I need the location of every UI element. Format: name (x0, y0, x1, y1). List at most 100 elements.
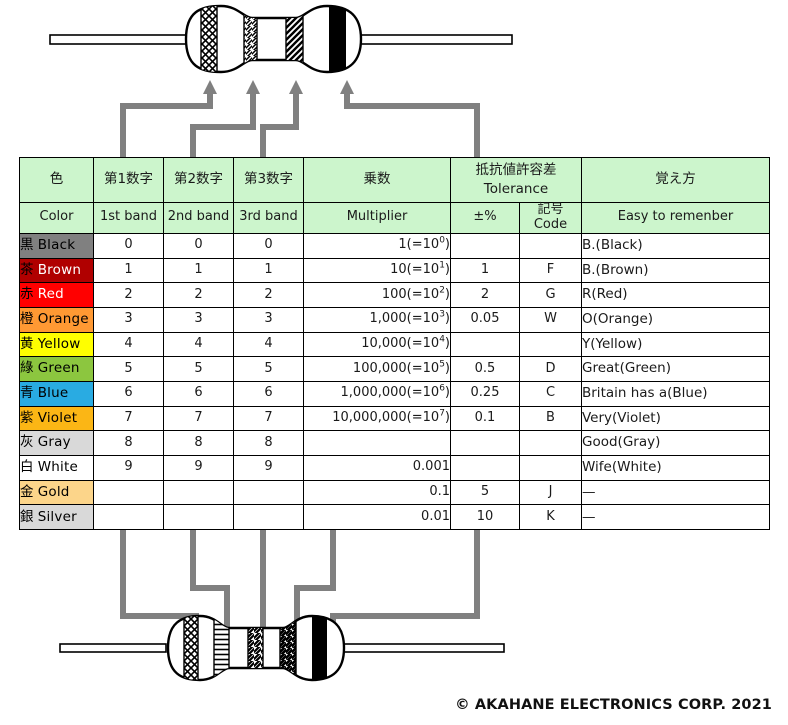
band3-digit-cell: 4 (233, 331, 304, 358)
resistor-band-b4 (279, 616, 297, 680)
tolerance-cell (450, 232, 520, 259)
multiplier-base: 1,000(=10 (369, 311, 440, 327)
color-name-en: Gray (37, 434, 71, 451)
resistor-band-b1 (183, 616, 199, 680)
th-tolerance-en: Tolerance (483, 180, 549, 197)
color-name-jp: 青 (20, 385, 34, 402)
band2-digit-cell (163, 479, 234, 506)
multiplier-base: 1(=10 (398, 237, 440, 253)
mnemonic-cell: B.(Brown) (581, 257, 770, 284)
tolerance-cell: 2 (450, 282, 520, 308)
band2-digit-cell: 0 (163, 232, 234, 259)
tolerance-cell: 5 (450, 479, 520, 506)
multiplier-base: 1,000,000(=10 (340, 385, 440, 401)
tolerance-cell: 0.5 (450, 356, 520, 382)
multiplier-tail: ) (444, 360, 450, 376)
color-name-jp: 橙 (20, 311, 34, 328)
resistor-lead-right (359, 34, 513, 45)
band1-digit-cell: 7 (93, 405, 164, 432)
multiplier-tail: ) (444, 336, 450, 351)
resistor-band-3 (285, 6, 304, 72)
mnemonic-cell: — (581, 479, 770, 506)
code-letter-cell: W (519, 306, 582, 333)
mnemonic-cell: O(Orange) (581, 306, 770, 333)
band2-digit-cell (163, 504, 234, 531)
th-band2-jp: 第2数字 (163, 157, 234, 203)
band2-digit-cell: 5 (163, 356, 234, 382)
multiplier-exponent: 5 (439, 359, 445, 370)
code-letter-cell: K (519, 504, 582, 531)
color-name-en: Green (37, 360, 80, 377)
color-name-en: Blue (37, 385, 69, 402)
th-code: 記号 Code (519, 202, 582, 234)
multiplier-cell: 0.1 (303, 479, 451, 506)
band2-digit-cell: 3 (163, 306, 234, 333)
code-letter-cell: F (519, 257, 582, 284)
th-band2-en: 2nd band (163, 202, 234, 234)
resistor-band-2 (243, 6, 258, 72)
band3-digit-cell (233, 504, 304, 531)
th-multiplier-jp: 乗数 (303, 157, 451, 203)
multiplier-exponent: 7 (439, 408, 445, 419)
resistor-color-code-table: 色 第1数字 第2数字 第3数字 乗数 抵抗値許容差 Tolerance 覚え方… (19, 157, 770, 531)
color-name-en: Violet (37, 409, 78, 426)
color-name-jp: 金 (20, 483, 34, 500)
color-name-en: Yellow (37, 335, 81, 352)
band1-digit-cell (93, 504, 164, 531)
band3-digit-cell: 6 (233, 381, 304, 407)
multiplier-base: 10,000,000(=10 (332, 410, 440, 426)
th-band3-jp: 第3数字 (233, 157, 304, 203)
code-letter-cell (519, 232, 582, 259)
band2-digit-cell: 2 (163, 282, 234, 308)
band1-digit-cell: 1 (93, 257, 164, 284)
th-band1-jp: 第1数字 (93, 157, 164, 203)
multiplier-exponent: 0 (439, 235, 445, 246)
multiplier-base: 100,000(=10 (352, 360, 440, 376)
mnemonic-cell: Britain has a(Blue) (581, 381, 770, 407)
code-letter-cell: B (519, 405, 582, 432)
multiplier-base: 10(=10 (390, 261, 440, 277)
resistor-body (184, 4, 363, 74)
multiplier-cell: 100,000(=105) (303, 356, 451, 382)
multiplier-tail: ) (444, 385, 450, 401)
band3-digit-cell: 7 (233, 405, 304, 432)
resistor-band-1 (200, 6, 218, 72)
mnemonic-cell: B.(Black) (581, 232, 770, 259)
multiplier-base: 100(=10 (381, 286, 440, 302)
band2-digit-cell: 1 (163, 257, 234, 284)
multiplier-cell (303, 430, 451, 457)
multiplier-cell: 100(=102) (303, 282, 451, 308)
resistor-band-b3 (247, 616, 264, 680)
color-name-en: White (37, 459, 78, 476)
code-letter-cell (519, 430, 582, 457)
multiplier-cell: 1,000(=103) (303, 306, 451, 333)
band3-digit-cell: 5 (233, 356, 304, 382)
band3-digit-cell: 2 (233, 282, 304, 308)
band2-digit-cell: 8 (163, 430, 234, 457)
code-letter-cell: J (519, 479, 582, 506)
multiplier-cell: 1,000,000(=106) (303, 381, 451, 407)
table-header: 色 第1数字 第2数字 第3数字 乗数 抵抗値許容差 Tolerance 覚え方… (19, 157, 770, 234)
color-name-jp: 紫 (20, 409, 34, 426)
code-letter-cell: D (519, 356, 582, 382)
mnemonic-cell: R(Red) (581, 282, 770, 308)
band3-digit-cell (233, 479, 304, 506)
multiplier-cell: 0.001 (303, 455, 451, 481)
multiplier-exponent: 3 (439, 309, 445, 320)
